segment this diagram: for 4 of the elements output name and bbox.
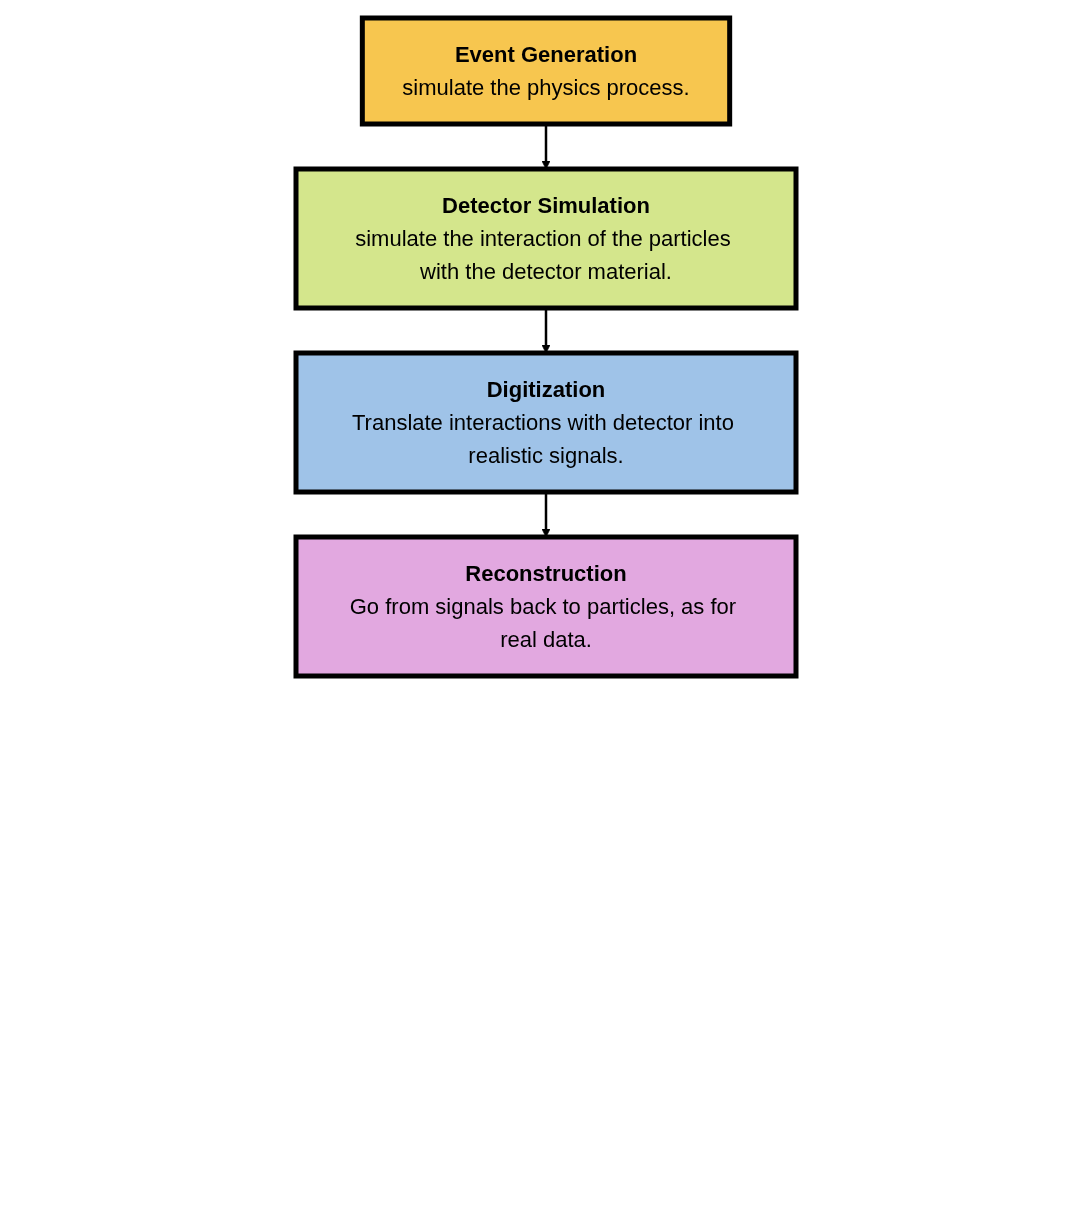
node-box: Reconstruction Go from signals back to particles, as for real data. — [293, 534, 798, 679]
node-box: Event Generation simulate the physics process. — [359, 15, 732, 127]
node-box: Detector Simulation simulate the interaction of the particles with the detector material. — [293, 166, 798, 311]
node-box: Digitization Translate interactions with detector into realistic signals. — [293, 350, 798, 495]
